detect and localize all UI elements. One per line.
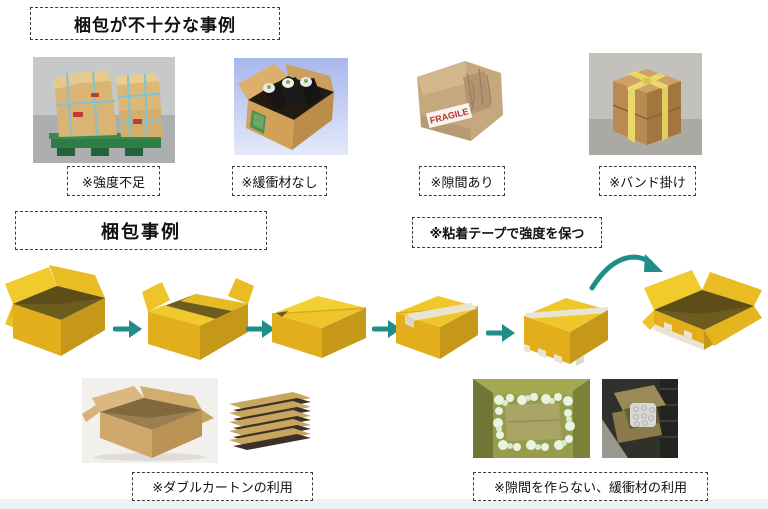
photo-corrugated-sheets <box>223 384 316 456</box>
caption-has-gaps: ※隙間あり <box>419 166 505 196</box>
photo-crushed-boxes-on-pallet <box>33 57 175 163</box>
good-section-title: 梱包事例 <box>15 211 267 250</box>
footer-band <box>0 499 768 509</box>
tape-strength-note: ※粘着テープで強度を保つ <box>412 217 602 248</box>
arrow-curved-icon <box>586 248 666 292</box>
step-open-box <box>5 262 113 360</box>
photo-foam-peanuts-box <box>473 379 590 458</box>
step-fold-inner-flaps <box>142 268 254 360</box>
photo-bottles-without-cushioning <box>234 58 348 155</box>
arrow-right-icon-1 <box>113 317 143 341</box>
step-tape-center-seam <box>392 283 482 361</box>
caption-band-strapping: ※バンド掛け <box>599 166 696 196</box>
caption-no-gap-cushioning: ※隙間を作らない、緩衝材の利用 <box>473 472 708 501</box>
arrow-right-icon-4 <box>486 321 516 345</box>
photo-bubble-wrap-box <box>602 379 678 458</box>
arrow-right-icon-3 <box>372 317 402 341</box>
caption-insufficient-strength: ※強度不足 <box>67 166 160 196</box>
arrow-right-icon-2 <box>246 317 276 341</box>
step-finished-box <box>642 262 762 354</box>
caption-double-carton: ※ダブルカートンの利用 <box>132 472 313 501</box>
step-tape-edges <box>520 282 612 368</box>
photo-banded-box <box>589 53 702 155</box>
caption-no-cushioning: ※緩衝材なし <box>232 166 327 196</box>
photo-open-carton <box>82 378 218 463</box>
bad-section-title: 梱包が不十分な事例 <box>30 7 280 40</box>
photo-dented-box-fragile: FRAGILE <box>407 55 511 155</box>
step-fold-outer-flaps <box>268 280 370 360</box>
